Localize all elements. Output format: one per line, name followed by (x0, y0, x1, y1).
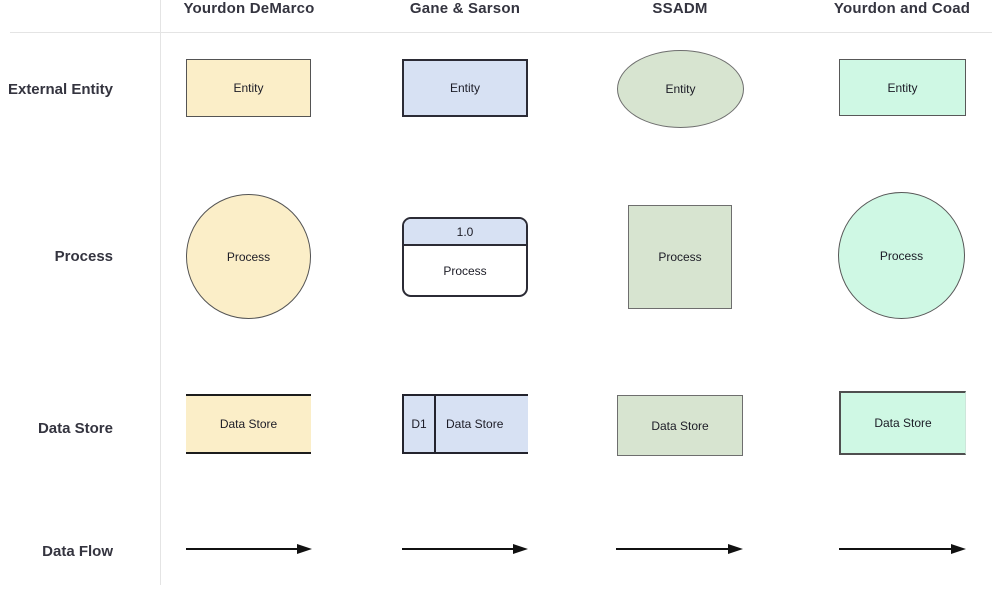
yourdon-demarco-process-shape: Process (186, 194, 311, 319)
yourdon-coad-process-shape: Process (838, 192, 965, 319)
column-header-ssadm: SSADM (652, 0, 708, 17)
data-store-id-cell: D1 (404, 396, 436, 452)
gane-sarson-data-flow-arrow (402, 544, 528, 554)
gane-sarson-data-store-shape: D1 Data Store (402, 394, 528, 454)
ssadm-process-shape: Process (628, 205, 732, 309)
yourdon-demarco-entity-shape: Entity (186, 59, 311, 117)
yourdon-demarco-data-flow-arrow (186, 544, 312, 554)
ssadm-entity-shape: Entity (617, 50, 744, 128)
yourdon-demarco-data-store-shape: Data Store (186, 394, 311, 454)
header-divider-line (10, 32, 992, 33)
yourdon-coad-data-flow-arrow (839, 544, 966, 554)
column-header-yourdon-demarco: Yourdon DeMarco (183, 0, 315, 17)
ssadm-data-flow-arrow (616, 544, 743, 554)
gane-sarson-entity-shape: Entity (402, 59, 528, 117)
row-label-divider-line (160, 0, 161, 585)
row-label-external-entity: External Entity (7, 81, 113, 98)
data-store-label: Data Store (446, 417, 504, 431)
ssadm-data-store-shape: Data Store (617, 395, 743, 456)
row-label-process: Process (54, 248, 113, 265)
column-header-gane-sarson: Gane & Sarson (409, 0, 521, 17)
yourdon-coad-entity-shape: Entity (839, 59, 966, 116)
row-label-data-flow: Data Flow (42, 543, 113, 560)
process-number-band: 1.0 (404, 219, 526, 246)
gane-sarson-process-shape: 1.0 Process (402, 217, 528, 297)
yourdon-coad-data-store-shape: Data Store (839, 391, 966, 455)
row-label-data-store: Data Store (37, 420, 113, 437)
column-header-yourdon-coad: Yourdon and Coad (833, 0, 971, 17)
process-label: Process (443, 263, 487, 278)
